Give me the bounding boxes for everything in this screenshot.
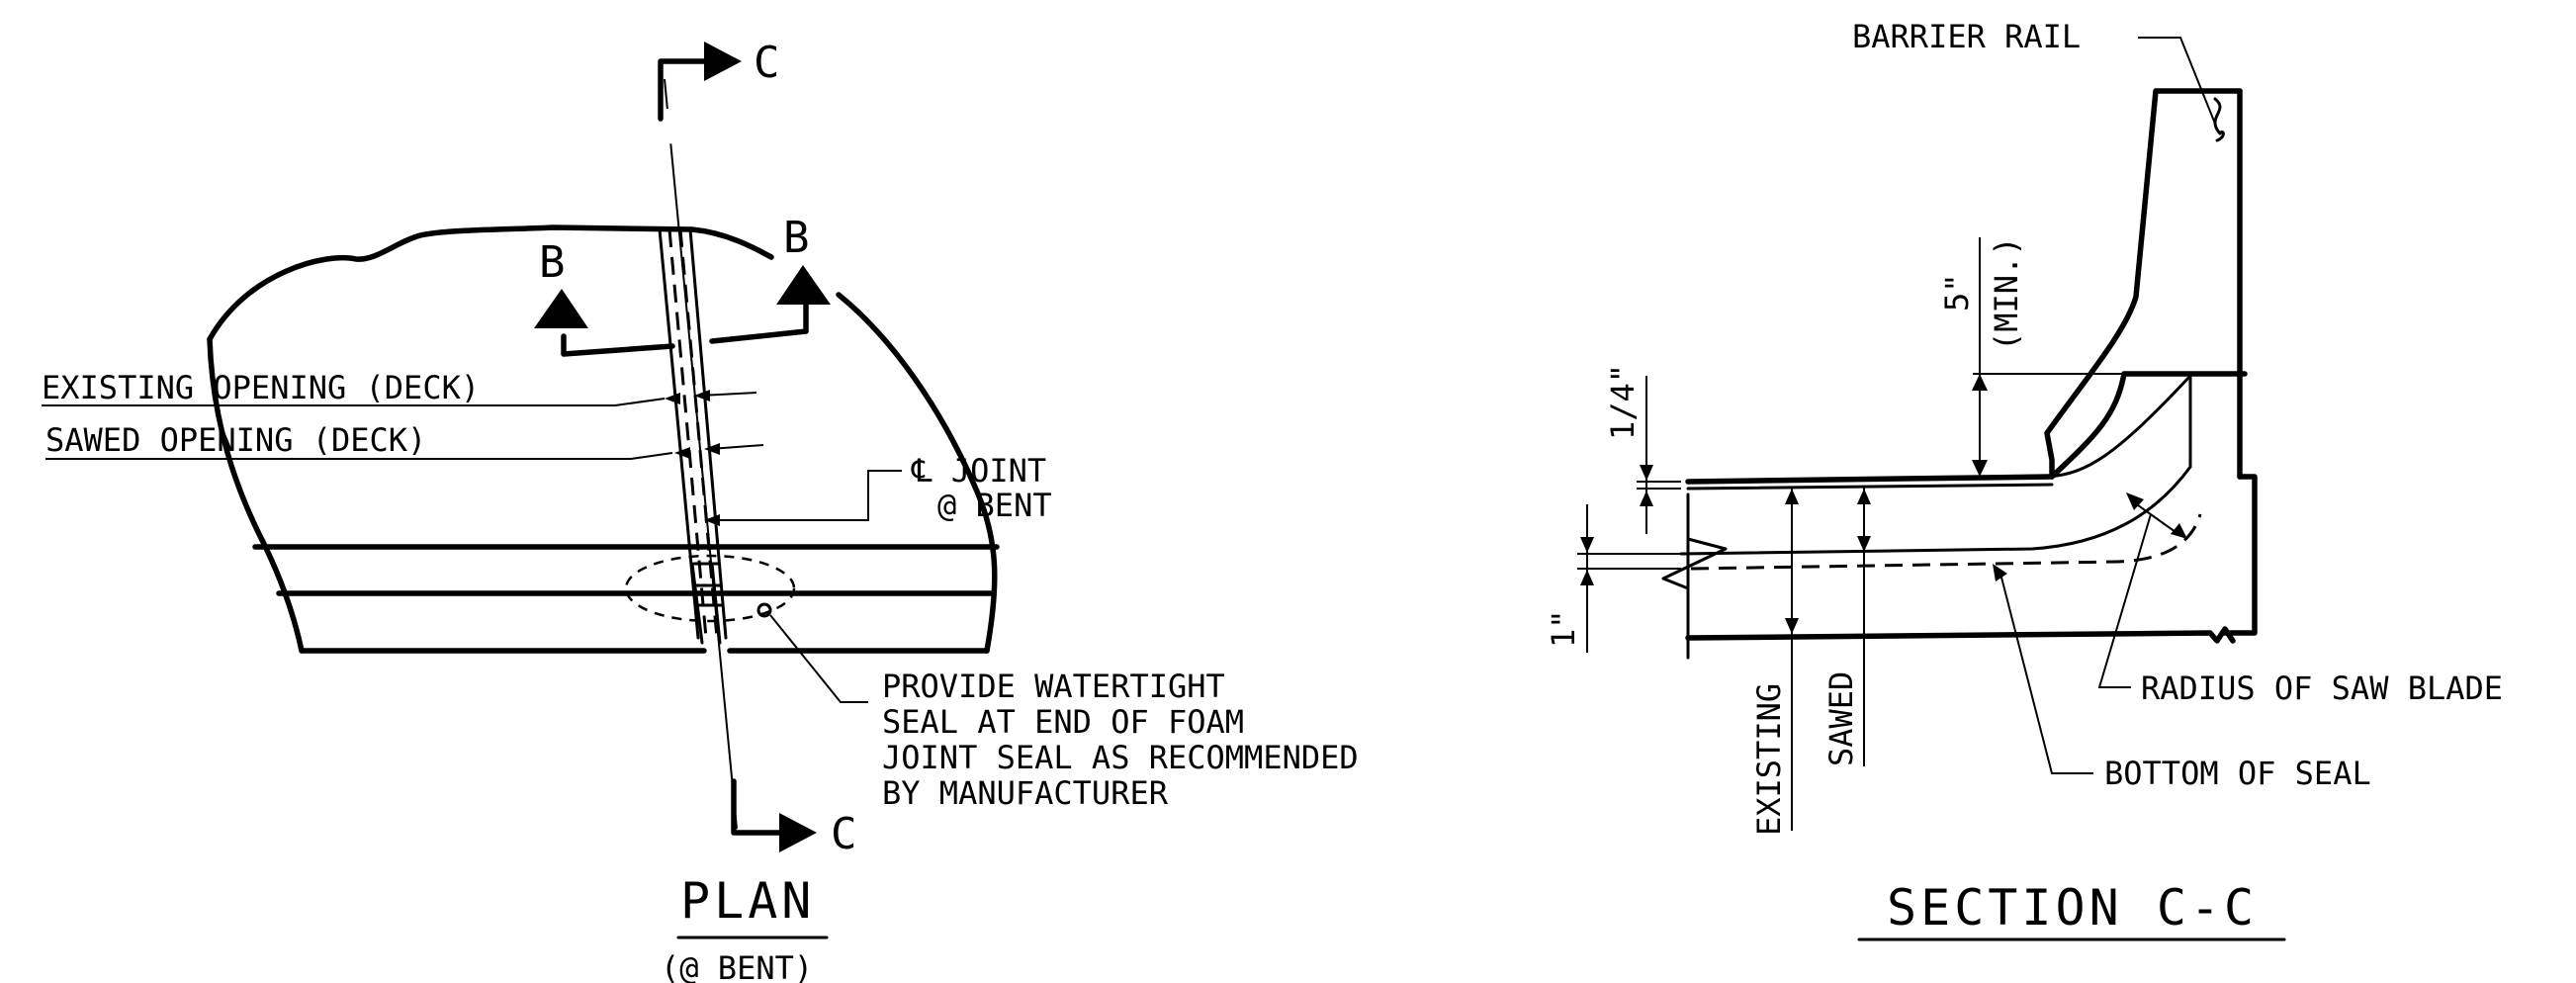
cl-joint-arrow <box>704 514 720 526</box>
existing-dim-arrow-bottom <box>1785 618 1799 634</box>
note-line-2: SEAL AT END OF FOAM <box>882 703 1244 741</box>
deck-outline <box>207 224 774 342</box>
cut-label-top: C <box>754 38 780 88</box>
deck-soffit <box>1685 626 2236 644</box>
barrier-rail-leader <box>2138 37 2216 125</box>
deck-break-line <box>1661 512 1728 640</box>
barrier-rail-outline <box>2044 88 2248 480</box>
barrier-rail-break <box>2213 97 2225 142</box>
plan-view: C C B B EXISTING OPENING (DECK) SAWED OP… <box>42 38 1359 983</box>
existing-opening-right <box>688 227 728 640</box>
section-b-left-line <box>561 333 675 357</box>
min-dim-arrow-top <box>1972 374 1988 391</box>
one-inch-dim-arrow-2 <box>1580 570 1594 585</box>
sawed-label: SAWED <box>1822 671 1860 766</box>
sawed-opening-right <box>678 228 719 639</box>
seal-end-detail-ellipse <box>624 554 796 623</box>
plan-subtitle: (@ BENT) <box>661 949 813 983</box>
cl-joint-leader <box>712 470 902 521</box>
sawed-opening-arrow-left <box>674 447 690 459</box>
cl-joint-label: ℄ JOINT <box>911 452 1046 490</box>
radius-arrow-1 <box>2126 492 2144 510</box>
sawed-opening-leader <box>45 452 673 460</box>
section-b-right-arrowhead <box>776 265 831 305</box>
section-title: SECTION C-C <box>1887 879 2258 937</box>
radius-arrow-2 <box>2171 523 2187 539</box>
joint-foam-right <box>710 562 722 645</box>
section-c-c-view: 5" (MIN.) 1/4" 1" EXISTING SAWED BARRIER… <box>1545 18 2503 941</box>
existing-dim-arrow-top <box>1785 489 1799 504</box>
existing-opening-arrow-left <box>665 393 680 404</box>
quarter-dim-value: 1/4" <box>1604 364 1642 440</box>
existing-opening-arrow-right <box>694 390 710 402</box>
section-b-left-arrowhead <box>534 289 588 328</box>
min-dim-note: (MIN.) <box>1988 236 2025 351</box>
sawed-dim-arrow-bottom <box>1857 536 1871 552</box>
bottom-seal-arrow <box>1993 564 2007 581</box>
existing-label: EXISTING <box>1750 683 1788 836</box>
seal-end-marker <box>756 602 772 618</box>
cut-arrow-bottom <box>731 778 784 836</box>
existing-opening-leader <box>42 398 666 406</box>
cut-gap <box>664 108 676 144</box>
quarter-dim-arrow-2 <box>1640 491 1653 506</box>
sawed-dim-arrow-top <box>1857 489 1871 504</box>
min-dim-value: 5" <box>1938 273 1976 312</box>
cut-arrow-top <box>658 58 710 122</box>
cut-arrow-top-head <box>704 42 742 81</box>
bottom-seal-leader <box>1999 569 2093 774</box>
deck-top-surface-2 <box>1686 483 2054 491</box>
cut-arrow-bottom-head <box>779 813 817 852</box>
barrier-rail-base <box>2222 474 2258 636</box>
sawed-curve <box>1679 465 2192 556</box>
one-inch-dim-arrow-1 <box>1580 537 1594 553</box>
note-line-4: BY MANUFACTURER <box>882 774 1169 812</box>
deck-top-surface <box>1685 474 2055 485</box>
sawed-opening-label: SAWED OPENING (DECK) <box>45 421 426 459</box>
deck-outline-right <box>836 292 998 654</box>
watertight-seal-note: PROVIDE WATERTIGHT SEAL AT END OF FOAM J… <box>882 668 1359 812</box>
section-b-right-line <box>709 299 809 344</box>
existing-opening-label: EXISTING OPENING (DECK) <box>42 369 480 406</box>
quarter-dim-arrow-1 <box>1640 465 1653 481</box>
note-line-3: JOINT SEAL AS RECOMMENDED <box>882 739 1359 776</box>
note-line-1: PROVIDE WATERTIGHT <box>882 668 1225 705</box>
cut-label-bottom: C <box>831 809 857 859</box>
existing-curve <box>2045 374 2192 479</box>
min-dim-arrow-bottom <box>1972 460 1988 477</box>
radius-label: RADIUS OF SAW BLADE <box>2141 670 2503 707</box>
plan-title: PLAN <box>680 872 815 930</box>
one-inch-dim-value: 1" <box>1545 609 1582 648</box>
section-b-right-label: B <box>783 213 810 263</box>
watertight-seal-leader <box>769 614 868 703</box>
radius-leader <box>2097 501 2176 688</box>
sawed-opening-left <box>667 228 708 639</box>
bottom-of-seal-line <box>1690 513 2202 571</box>
section-b-left-label: B <box>539 237 566 288</box>
bottom-seal-label: BOTTOM OF SEAL <box>2104 755 2371 792</box>
joint-foam-left <box>690 562 704 645</box>
barrier-rail-label: BARRIER RAIL <box>1852 18 2081 55</box>
cl-joint-at-bent: @ BENT <box>937 487 1052 524</box>
sawed-opening-arrow-right <box>704 443 720 455</box>
